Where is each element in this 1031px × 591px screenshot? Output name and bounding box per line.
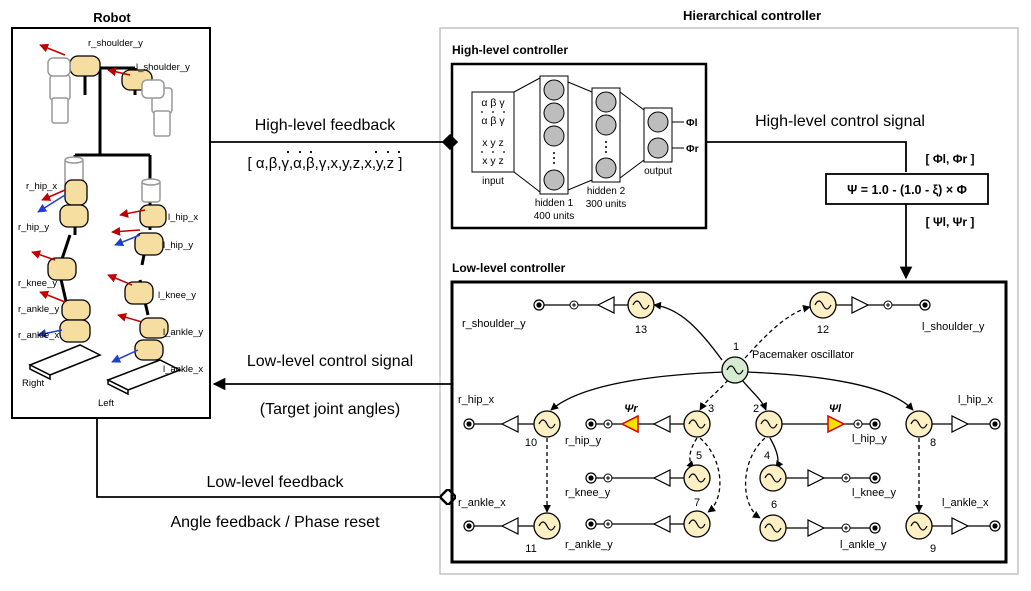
osc-number-11: 11 <box>525 543 536 555</box>
low-label-l-shoulder-y: l_shoulder_y <box>922 321 985 333</box>
robot-label-l-hip-x: l_hip_x <box>168 212 198 223</box>
osc-number-1: 1 <box>733 341 739 353</box>
high-level-title: High-level controller <box>452 43 568 57</box>
low-level-box <box>450 280 1008 564</box>
nn-input-label: input <box>482 176 504 187</box>
nn-output-label: output <box>644 166 672 177</box>
robot-label-l-hip-y: l_hip_y <box>163 240 193 251</box>
hierarchical-frame <box>439 27 1019 575</box>
osc-number-2: 2 <box>753 403 759 415</box>
psi-gain-triangles <box>620 414 846 434</box>
feedback-derivative-dots <box>286 150 401 154</box>
low-label-l-hip-y: l_hip_y <box>852 433 887 445</box>
nn-hidden1-units: 400 units <box>534 211 575 222</box>
summing-nodes <box>569 300 893 533</box>
robot-title: Robot <box>93 10 131 25</box>
nn-output-phi-l: Φl <box>686 117 698 129</box>
target-joint-angles-label: (Target joint angles) <box>260 401 401 418</box>
robot-label-r-ankle-y: r_ankle_y <box>18 304 59 315</box>
robot-label-right: Right <box>22 378 45 389</box>
psi-vector: [ Ψl, Ψr ] <box>926 215 975 229</box>
high-level-feedback-label: High-level feedback <box>255 117 397 134</box>
neural-network: α β γ α β γ x y z x y z input hidden 1 4… <box>471 75 699 222</box>
low-label-l-ankle-y: l_ankle_y <box>840 539 887 551</box>
low-label-l-knee-y: l_knee_y <box>852 487 897 499</box>
robot-label-l-knee-y: l_knee_y <box>158 290 196 301</box>
nn-input-row-4: x y z <box>482 155 504 167</box>
oscillators <box>533 291 933 542</box>
pacemaker-connections <box>543 301 923 519</box>
osc-number-7: 7 <box>694 497 700 509</box>
low-level-feedback-label: Low-level feedback <box>207 474 345 491</box>
nn-hidden2-units: 300 units <box>586 199 627 210</box>
robot-label-r-hip-x: r_hip_x <box>26 181 57 192</box>
hierarchical-title: Hierarchical controller <box>683 8 821 23</box>
robot-label-r-knee-y: r_knee_y <box>18 278 57 289</box>
low-level-control-label: Low-level control signal <box>247 353 413 370</box>
amplifiers <box>500 296 970 537</box>
robot-label-l-ankle-y: l_ankle_y <box>163 327 203 338</box>
joint-outputs <box>463 299 1001 534</box>
low-label-r-knee-y: r_knee_y <box>565 487 611 499</box>
low-label-r-hip-y: r_hip_y <box>565 435 602 447</box>
pacemaker-oscillator <box>721 356 749 384</box>
robot-joint-labels: r_shoulder_y l_shoulder_y r_hip_x r_hip_… <box>18 38 203 409</box>
nn-input-row-1: α β γ <box>481 97 505 109</box>
psi-formula-box <box>825 173 989 205</box>
low-level-joint-labels: r_shoulder_y l_shoulder_y Pacemaker osci… <box>458 318 993 551</box>
nn-hidden2-label: hidden 2 <box>587 186 626 197</box>
robot-label-l-shoulder-y: l_shoulder_y <box>136 62 190 73</box>
high-level-control-line <box>706 141 907 172</box>
osc-number-8: 8 <box>930 437 936 449</box>
robot-figure <box>28 43 182 396</box>
oscillator-numbers: 1 2 3 4 5 6 7 8 9 10 11 12 13 <box>525 324 936 555</box>
low-level-title: Low-level controller <box>452 261 566 275</box>
robot-label-r-shoulder-y: r_shoulder_y <box>88 38 143 49</box>
robot-label-left: Left <box>98 398 114 409</box>
low-label-r-ankle-y: r_ankle_y <box>565 539 613 551</box>
psi-l-label: Ψl <box>829 403 842 415</box>
osc-number-9: 9 <box>930 543 936 555</box>
robot-label-r-hip-y: r_hip_y <box>18 222 49 233</box>
high-level-feedback-vars: [ α,β,γ,α,β,γ,x,y,z,x,y,z ] <box>248 155 403 172</box>
high-level-control-label: High-level control signal <box>755 113 925 130</box>
osc-number-12: 12 <box>817 324 829 336</box>
low-label-r-ankle-x: r_ankle_x <box>458 497 506 509</box>
osc-number-6: 6 <box>771 499 777 511</box>
nn-input-row-2: α β γ <box>481 115 505 127</box>
low-label-r-shoulder-y: r_shoulder_y <box>462 318 526 330</box>
phi-vector: [ Φl, Φr ] <box>925 152 974 166</box>
low-label-l-ankle-x: l_ankle_x <box>942 497 989 509</box>
nn-hidden1-label: hidden 1 <box>535 198 574 209</box>
summing-plus-marks <box>572 303 890 530</box>
nn-output-phi-r: Φr <box>686 143 699 155</box>
osc-number-3: 3 <box>708 403 714 415</box>
osc-number-4: 4 <box>764 450 770 462</box>
low-label-pacemaker: Pacemaker oscillator <box>752 349 854 361</box>
low-level-feedback-line <box>96 418 448 497</box>
osc-number-10: 10 <box>525 437 537 449</box>
psi-r-label: Ψr <box>624 403 638 415</box>
robot-label-l-ankle-x: l_ankle_x <box>163 364 203 375</box>
psi-formula: Ψ = 1.0 - (1.0 - ξ) × Φ <box>847 183 967 197</box>
osc-number-13: 13 <box>635 324 647 336</box>
low-label-l-hip-x: l_hip_x <box>958 394 993 406</box>
robot-label-r-ankle-x: r_ankle_x <box>18 330 59 341</box>
nn-input-row-3: x y z <box>482 137 504 149</box>
angle-feedback-label: Angle feedback / Phase reset <box>170 514 380 531</box>
low-label-r-hip-x: r_hip_x <box>458 394 495 406</box>
osc-number-5: 5 <box>696 450 702 462</box>
robot-panel <box>11 27 211 419</box>
